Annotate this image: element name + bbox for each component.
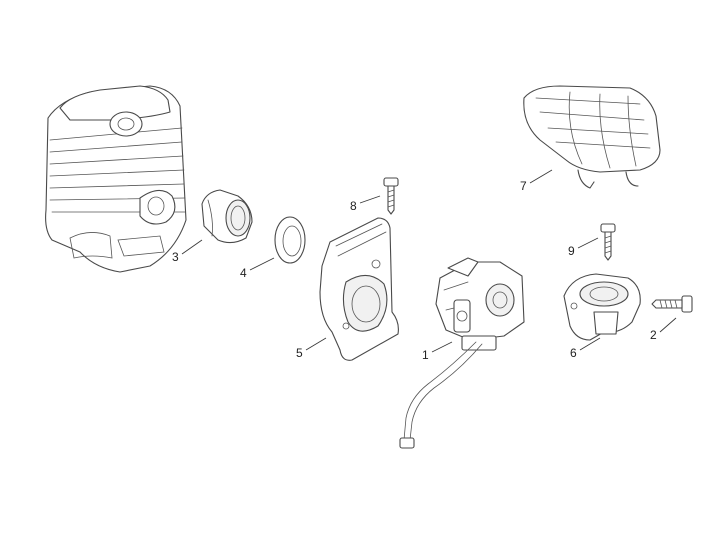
leader-8 — [359, 195, 381, 204]
callout-8: 8 — [350, 199, 357, 213]
carburetor — [399, 257, 525, 449]
leader-9 — [577, 237, 599, 249]
cylinder — [45, 85, 187, 273]
callout-2: 2 — [650, 328, 657, 342]
callout-labels: 1 2 3 4 5 6 7 8 9 — [172, 179, 657, 362]
leader-3 — [181, 239, 203, 255]
carburetor-flange — [319, 217, 399, 361]
air-filter-housing — [523, 85, 661, 189]
screw-8 — [383, 177, 399, 215]
leader-1 — [431, 341, 453, 353]
leader-4 — [249, 257, 275, 271]
leader-2 — [659, 317, 677, 333]
intake-adapter — [563, 273, 641, 341]
leader-lines — [181, 169, 677, 353]
leader-7 — [529, 169, 553, 184]
screw-2 — [651, 295, 693, 313]
intake-boot — [201, 189, 253, 244]
callout-4: 4 — [240, 266, 247, 280]
callout-6: 6 — [570, 346, 577, 360]
callout-5: 5 — [296, 346, 303, 360]
callout-3: 3 — [172, 250, 179, 264]
sealing-ring — [274, 216, 306, 264]
callout-9: 9 — [568, 244, 575, 258]
leader-6 — [579, 337, 601, 351]
callout-7: 7 — [520, 179, 527, 193]
callout-1: 1 — [422, 348, 429, 362]
leader-5 — [305, 337, 327, 351]
screw-9 — [600, 223, 616, 261]
